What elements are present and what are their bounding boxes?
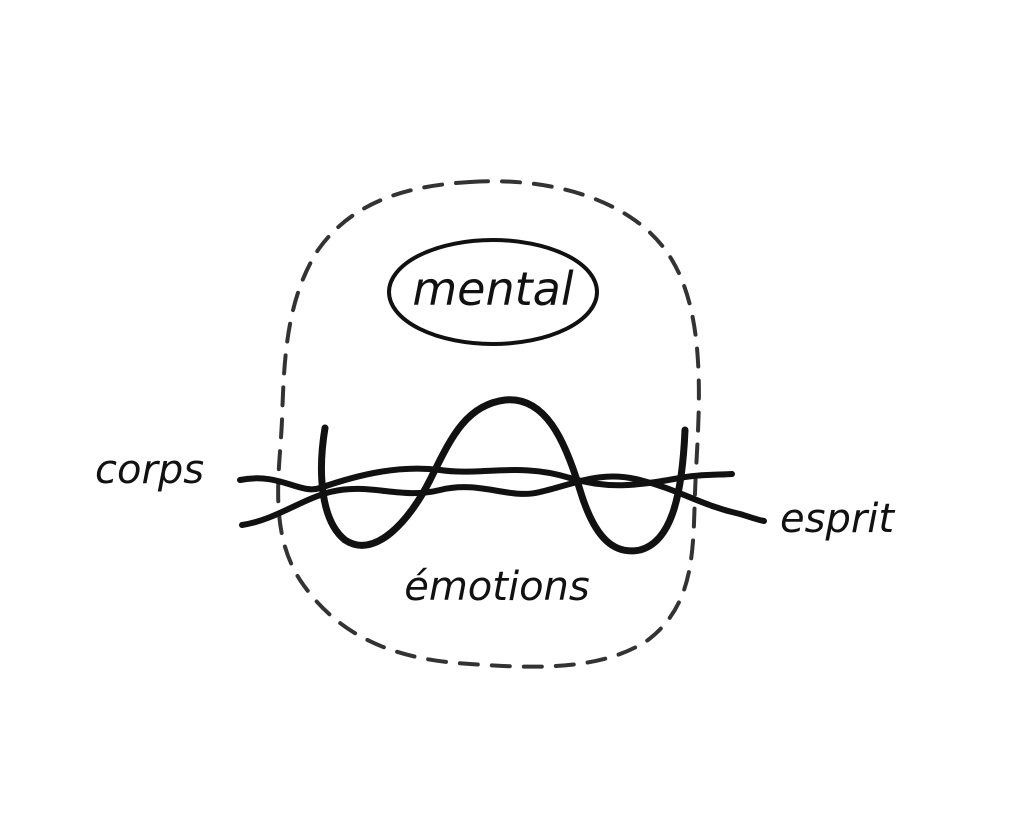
- esprit-label: esprit: [780, 496, 895, 542]
- emotions-wave: [318, 396, 689, 555]
- corps-label: corps: [95, 447, 204, 493]
- mental-oval: [387, 238, 599, 346]
- mental-label: mental: [412, 262, 573, 316]
- emotions-label: émotions: [404, 564, 590, 610]
- mind-wave-strand: [239, 473, 767, 528]
- dashed-boundary: [276, 179, 701, 669]
